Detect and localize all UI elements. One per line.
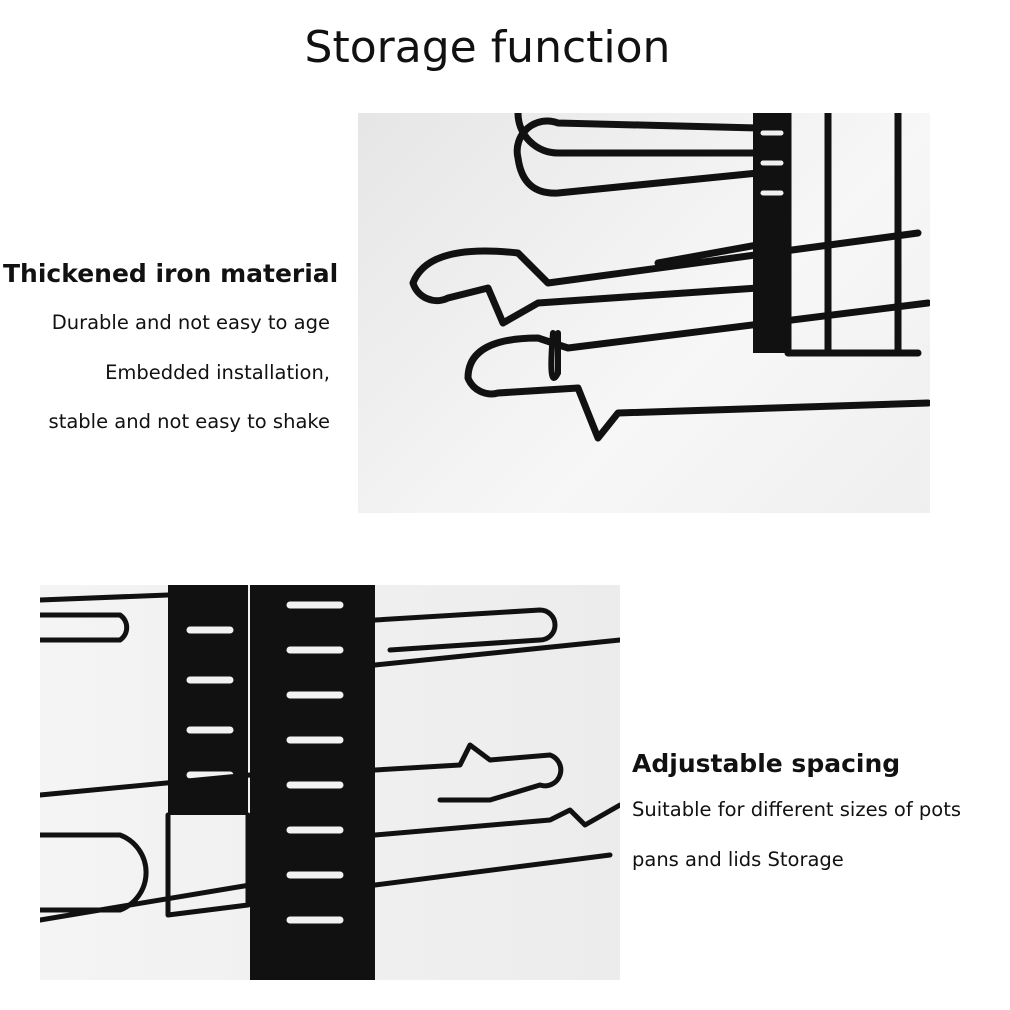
feature-heading-spacing: Adjustable spacing [632,749,901,778]
page-title: Storage function [304,22,671,73]
rack-side-photo [40,585,620,980]
feature-line: stable and not easy to shake [48,410,330,433]
feature-line: Suitable for different sizes of pots [632,798,962,821]
feature-heading-material: Thickened iron material [3,259,339,288]
feature-line: Durable and not easy to age [51,311,330,334]
rack-closeup-photo [358,113,930,513]
feature-line: pans and lids Storage [632,848,844,871]
feature-line: Embedded installation, [105,361,330,384]
